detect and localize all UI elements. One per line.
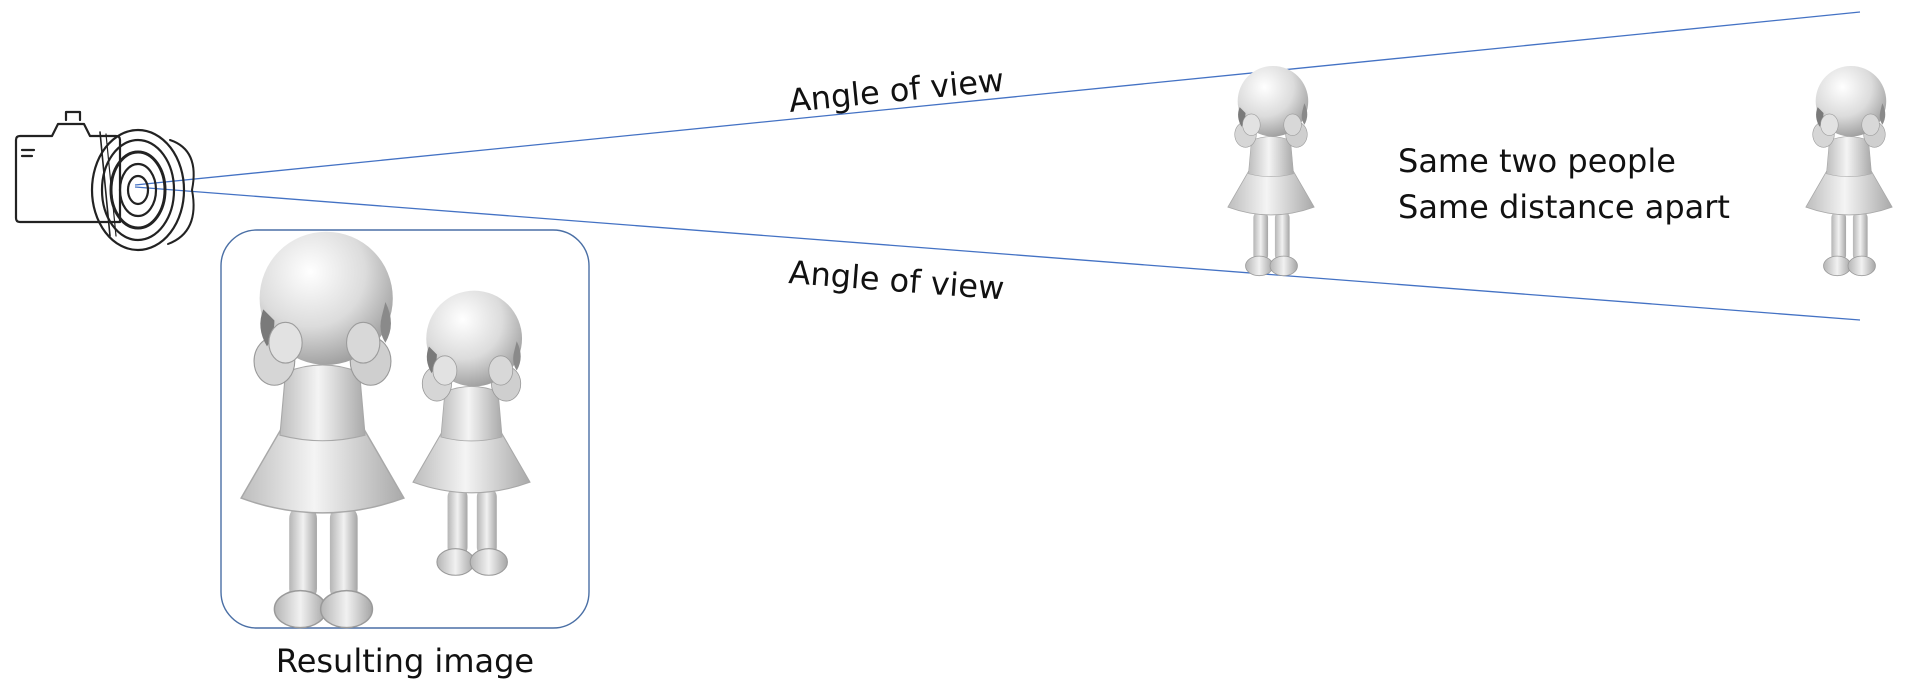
angle-of-view-label-top: Angle of view [787,61,1006,120]
angle-of-view-label-bottom: Angle of view [787,253,1005,307]
near-person-figure [1228,66,1314,276]
same-people-line-1: Same two people [1398,142,1676,180]
far-person-figure [1806,66,1892,276]
resulting-image-panel [221,230,589,628]
same-people-note: Same two people Same distance apart [1398,142,1730,226]
same-people-line-2: Same distance apart [1398,188,1730,226]
resulting-image-caption: Resulting image [276,642,534,680]
camera-icon [16,112,194,250]
